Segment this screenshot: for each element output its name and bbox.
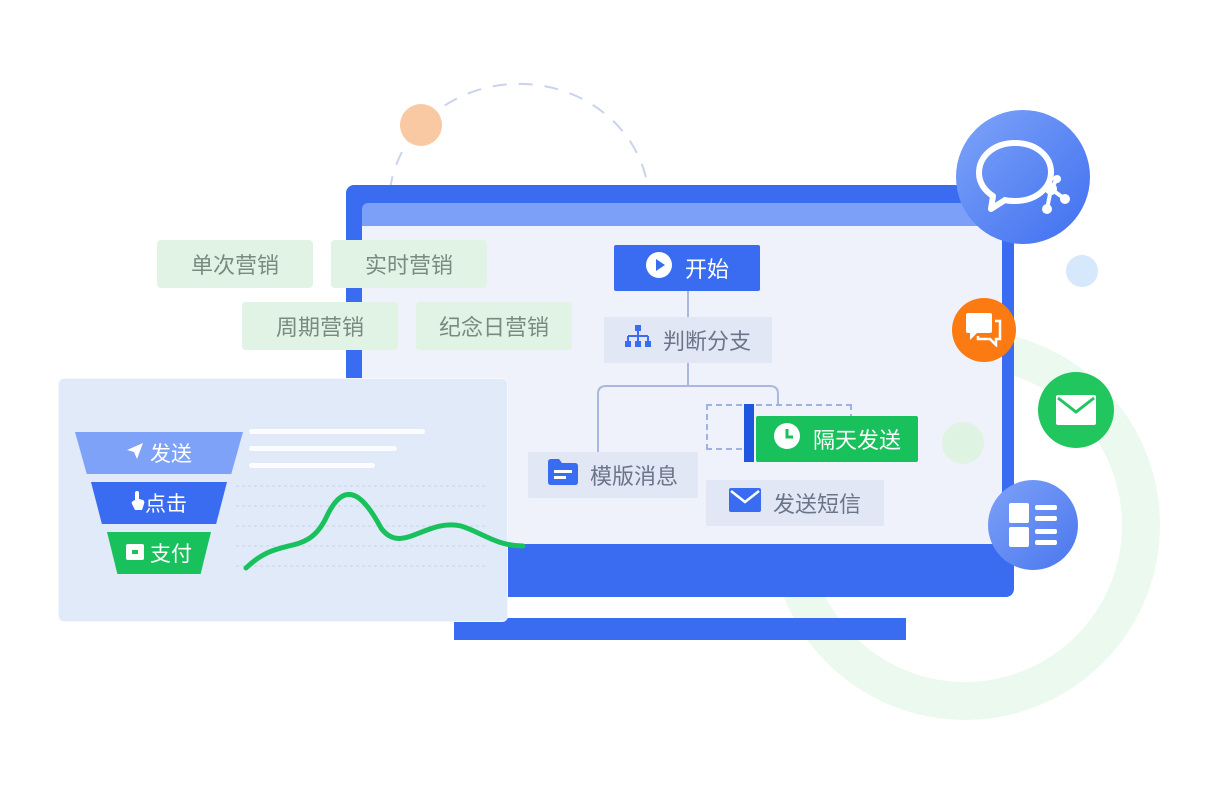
tag-anniversary-marketing[interactable]: 纪念日营销 [416,302,572,350]
decorative-peach-dot [400,104,442,146]
monitor-top-bar [362,203,1002,229]
trend-line-chart [236,485,526,571]
trend-line [243,492,526,571]
connector-line [687,291,689,317]
placeholder-text-line [249,463,375,468]
funnel-stage-pay: 支付 [107,532,211,574]
flow-node-label: 判断分支 [662,330,751,355]
folder-icon [547,459,578,491]
placeholder-text-line [249,429,425,434]
drag-handle[interactable] [744,404,754,462]
email-icon[interactable] [1038,372,1114,448]
connector-line [687,363,689,385]
play-icon [645,251,673,285]
flow-node-label: 隔天发送 [812,429,901,454]
tag-single-marketing[interactable]: 单次营销 [157,240,313,288]
funnel-label: 点击 [145,492,187,516]
chat-icon[interactable] [952,298,1016,362]
funnel-label: 支付 [150,542,192,566]
wallet-icon [126,541,144,565]
decorative-light-blue-dot [1066,255,1098,287]
placeholder-text-line [249,446,397,451]
flow-node-next-day-send[interactable]: 隔天发送 [756,416,918,462]
send-icon [126,441,144,465]
funnel-label: 发送 [150,442,192,466]
mail-icon [728,488,761,518]
flow-node-label: 模版消息 [589,465,678,490]
flow-node-send-sms[interactable]: 发送短信 [706,480,884,526]
tag-periodic-marketing[interactable]: 周期营销 [242,302,398,350]
analytics-panel [58,378,508,622]
flow-node-label: 发送短信 [772,493,861,518]
wechat-work-icon[interactable] [956,110,1090,244]
decorative-light-green-dot [942,422,984,464]
monitor-stand [454,618,906,640]
flow-node-start[interactable]: 开始 [614,245,760,291]
branch-connector [597,385,779,454]
flow-node-branch[interactable]: 判断分支 [604,317,772,363]
clock-icon [773,422,801,456]
funnel-stage-click: 点击 [91,482,227,524]
flow-node-template-message[interactable]: 模版消息 [528,452,698,498]
hierarchy-icon [624,325,651,355]
funnel-stage-send: 发送 [75,432,243,474]
layout-icon[interactable] [988,480,1078,570]
flow-node-label: 开始 [684,258,729,283]
tag-realtime-marketing[interactable]: 实时营销 [331,240,487,288]
hand-pointer-icon [131,490,145,516]
